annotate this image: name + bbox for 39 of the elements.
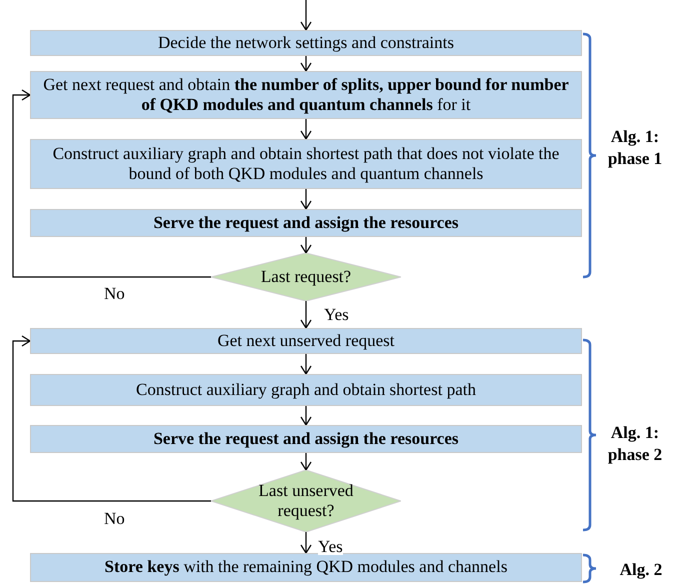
- arrow: [300, 189, 312, 210]
- node-text: Store keys with the remaining QKD modules and channels: [104, 557, 508, 578]
- arrow: [300, 56, 312, 72]
- bracket-label: Alg. 1: phase 2: [606, 422, 664, 466]
- arrow: [300, 237, 312, 254]
- arrow: [12, 89, 211, 278]
- process-box: [30, 425, 582, 453]
- node-text: Last request?: [260, 266, 352, 288]
- bracket-label: Alg. 1: phase 1: [606, 126, 664, 170]
- node-text: Get next unserved request: [216, 330, 396, 352]
- arrow: [300, 532, 312, 554]
- arrow: [300, 406, 312, 426]
- arrow: [300, 453, 312, 471]
- bracket-label: Alg. 2: [618, 559, 664, 581]
- node-text: Last unserved request?: [258, 480, 354, 522]
- process-box: [30, 328, 582, 354]
- arrow: [300, 301, 312, 329]
- process-box: [30, 209, 582, 237]
- node-text: Serve the request and assign the resources: [152, 428, 460, 450]
- arrow: [12, 335, 211, 502]
- edge-label: No: [104, 285, 125, 302]
- node-text: Get next request and obtain the number of splits, upper bound for number of QKD modules and quantum channels for it: [42, 74, 570, 116]
- decision-diamond: [211, 253, 401, 301]
- arrow: [300, 354, 312, 375]
- process-box: [30, 71, 582, 119]
- process-box: [30, 374, 582, 406]
- node-text: Decide the network settings and constraints: [156, 32, 455, 54]
- process-box: [30, 553, 582, 582]
- edge-label: No: [104, 510, 125, 527]
- node-text: Construct auxiliary graph and obtain shortest path that does not violate the bound of both QKD modules and quantum channels: [52, 144, 560, 184]
- node-text: Serve the request and assign the resources: [152, 212, 460, 234]
- edge-label: Yes: [318, 538, 343, 555]
- arrow: [300, 0, 312, 31]
- node-text: Construct auxiliary graph and obtain shortest path: [135, 380, 477, 400]
- process-box: [30, 30, 582, 56]
- edge-label: Yes: [324, 306, 349, 323]
- arrow: [300, 119, 312, 140]
- decision-diamond: [211, 470, 401, 532]
- process-box: [30, 139, 582, 189]
